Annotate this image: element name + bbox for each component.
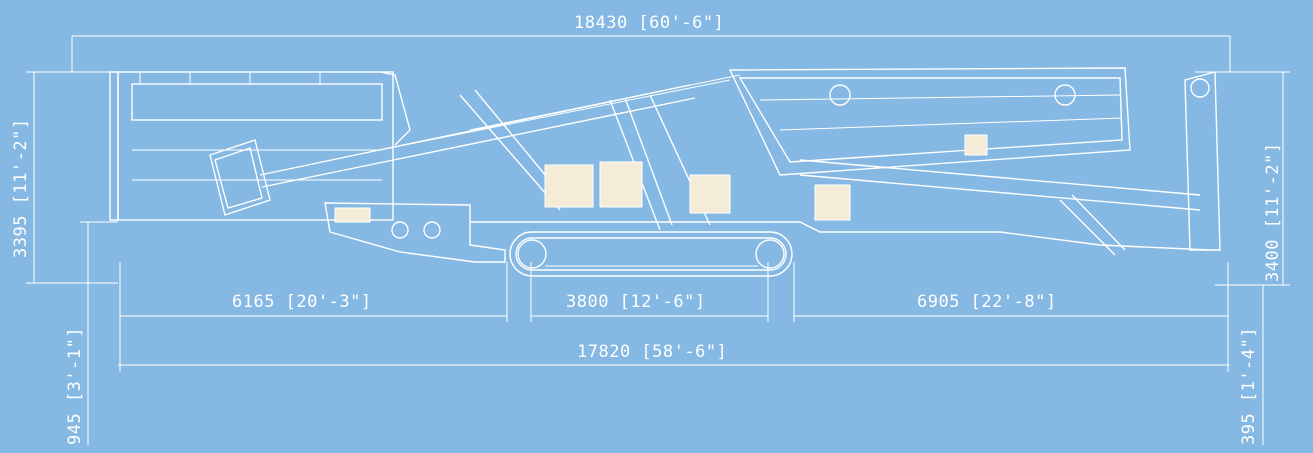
right-height-dimension: 3400 [11'-2"]: [1215, 71, 1290, 286]
right-ground-clearance-dimension: 395 [1'-4"]: [1239, 284, 1270, 445]
left-height-dimension: 3395 [11'-2"]: [11, 71, 118, 284]
segment-dimensions: 6165 [20'-3"] 3800 [12'-6"] 6905 [22'-8"…: [119, 262, 1229, 372]
left-section-label: 6165 [20'-3"]: [232, 292, 372, 312]
left-height-label: 3395 [11'-2"]: [11, 118, 31, 258]
left-ground-clearance-dimension: 945 [3'-1"]: [65, 221, 118, 445]
right-height-label: 3400 [11'-2"]: [1263, 142, 1283, 282]
left-ground-clearance-label: 945 [3'-1"]: [65, 327, 85, 445]
wheelbase-dimension: 17820 [58'-6"]: [118, 342, 1230, 366]
wheelbase-length-label: 17820 [58'-6"]: [577, 342, 727, 362]
screening-plant-outline: [109, 67, 1221, 277]
overall-length-label: 18430 [60'-6"]: [574, 13, 724, 33]
right-ground-clearance-label: 395 [1'-4"]: [1239, 327, 1259, 445]
overall-length-dimension: 18430 [60'-6"]: [71, 13, 1231, 73]
track-length-label: 3800 [12'-6"]: [566, 292, 706, 312]
right-section-label: 6905 [22'-8"]: [917, 292, 1057, 312]
